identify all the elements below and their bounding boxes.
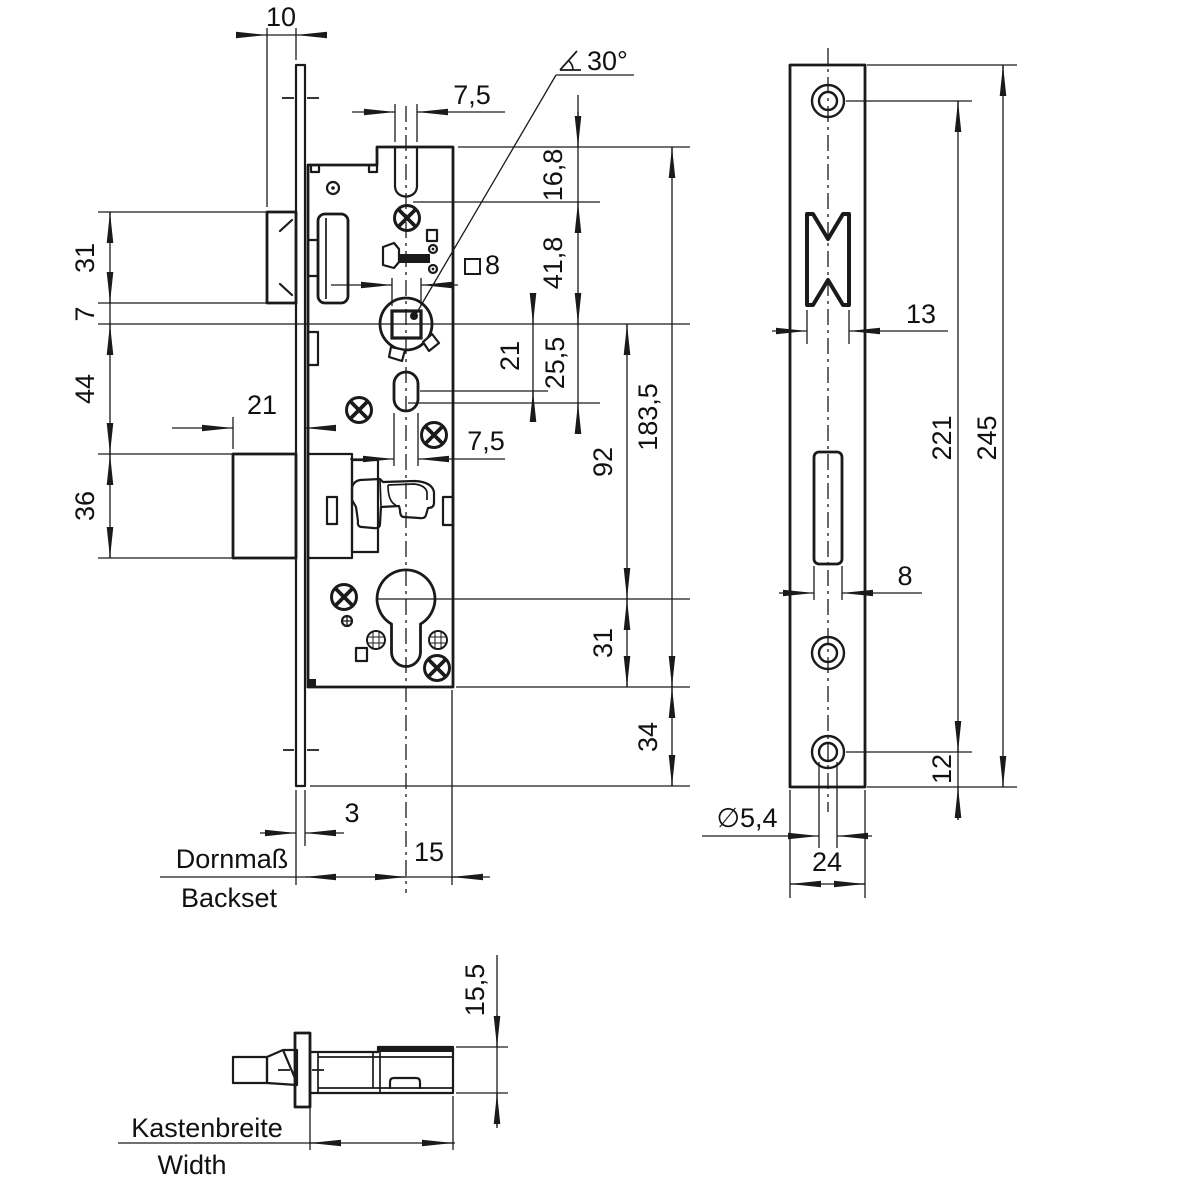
dim-case-height: 183,5 [633,383,663,451]
dim-plate-height: 245 [972,415,1002,460]
latch-opening [805,212,851,307]
case-width-dimension: Kastenbreite Width [118,1096,455,1180]
spring-pin [381,228,439,275]
follower [378,296,441,363]
dim-latch-to-follower: 41,8 [538,237,568,290]
dim-latch-to-center: 7 [70,306,100,321]
dim-follower-to-hole: 21 [495,341,525,371]
faceplate-front-view: 13 221 12 245 8 ∅5,4 24 [702,48,1017,898]
dim-center-to-case-back: 15 [414,837,444,867]
main-view [231,63,455,893]
dim-deadbolt-height: 36 [70,491,100,521]
dim-follower-to-slot: 25,5 [540,337,570,390]
angle-callout: 30° [415,46,634,315]
dim-latch-slot-width: 7,5 [453,80,491,110]
dim-guide-slot-width: 7,5 [467,426,505,456]
dim-hole-spacing: 221 [927,415,957,460]
width-label-en: Width [157,1150,226,1180]
dim-faceplate-thickness: 3 [344,798,359,828]
square-8-callout: 8 [331,250,500,306]
dim-follower-square: 8 [485,250,500,280]
cylinder-slot [812,450,844,566]
cylinder-area-details [340,614,448,663]
lock-case [306,145,455,689]
latch-bolt [265,210,350,305]
latch-bevel [265,1048,299,1087]
plate-cutout [306,330,320,367]
dim-case-depth: 15,5 [460,964,490,1017]
dim-follower-angle: 30° [587,46,628,76]
case-lugs [309,163,379,174]
faceplate-edge [282,63,319,788]
pawl-lever [325,477,455,530]
dim-follower-to-cylinder: 92 [588,447,618,477]
case-nub [309,679,316,687]
dim-cylinder-to-bottom: 31 [588,628,618,658]
dim-cylinder-slot-width: 8 [897,561,912,591]
dim-bottom-to-plate-end: 34 [633,722,663,752]
angle-icon [559,50,581,71]
main-dimensions: 10 7,5 30° 8 16,8 41,8 25,5 [70,2,690,913]
square-symbol-icon [464,258,481,275]
dim-faceplate-offset: 10 [266,2,296,32]
dim-deadbolt-throw: 21 [247,390,277,420]
backset-label-de: Dornmaß [176,844,289,874]
dim-latch-opening-width: 13 [906,299,936,329]
dim-center-to-deadbolt: 44 [70,374,100,404]
backset-label-en: Backset [181,883,278,913]
dim-screw-hole-dia: ∅5,4 [716,803,777,833]
dim-plate-width: 24 [812,847,842,877]
dim-hole-to-edge: 12 [927,754,957,784]
rivet-icon [325,180,341,196]
backset-dimension: Dornmaß Backset 15 [160,690,490,913]
width-label-de: Kastenbreite [131,1113,283,1143]
dim-top-to-latch: 16,8 [538,149,568,202]
latch-bolt-top [231,1055,269,1085]
case-top [308,1045,455,1095]
bottom-view: 15,5 Kastenbreite Width [118,955,508,1180]
guide-slot-oval [392,370,420,413]
dim-latch-height: 31 [70,243,100,273]
euro-cylinder-hole [375,568,437,668]
